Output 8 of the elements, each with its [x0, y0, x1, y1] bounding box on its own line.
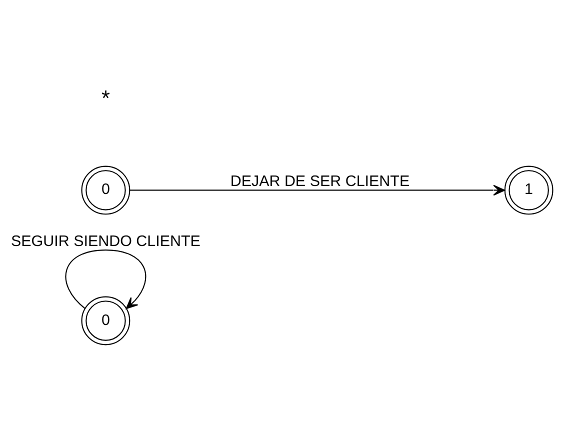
arrow — [130, 184, 506, 196]
edge-label: DEJAR DE SER CLIENTE — [230, 172, 410, 190]
node-circle: 0 — [81, 165, 130, 214]
node-circle: 0 — [81, 296, 130, 345]
arrow — [65, 248, 146, 309]
node-circle: 1 — [504, 165, 554, 214]
edge-label: SEGUIR SIENDO CLIENTE — [10, 232, 200, 250]
label: * — [101, 84, 110, 110]
